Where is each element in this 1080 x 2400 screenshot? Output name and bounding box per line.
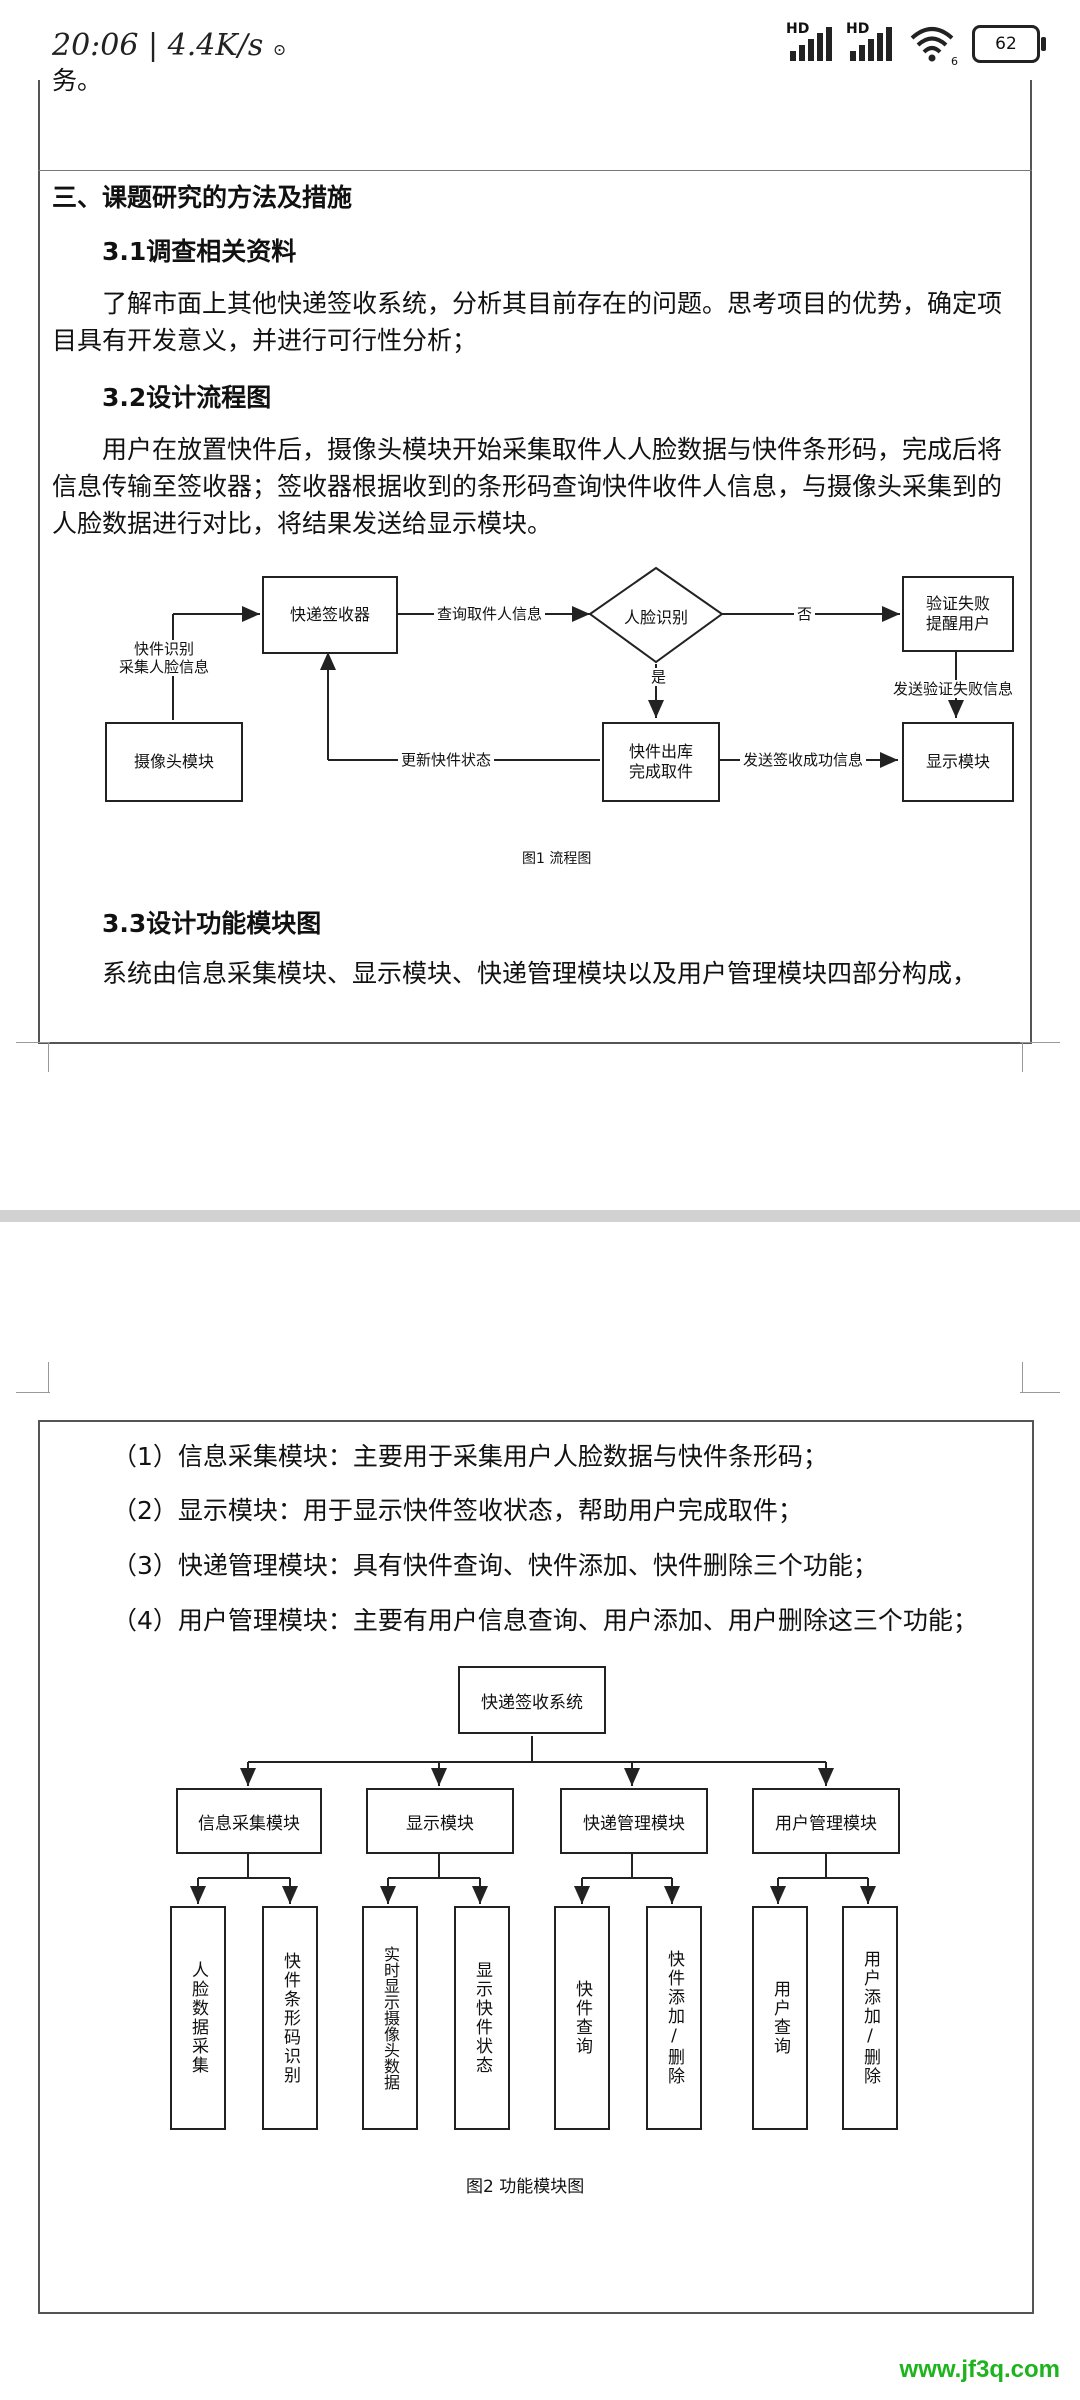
signal-1-icon: HD xyxy=(786,21,832,61)
item-4: （4）用户管理模块：主要有用户信息查询、用户添加、用户删除这三个功能； xyxy=(112,1606,978,1635)
label-yes: 是 xyxy=(648,668,670,686)
label-query: 查询取件人信息 xyxy=(434,605,546,623)
paragraph-3-2: 用户在放置快件后，摄像头模块开始采集取件人人脸数据与快件条形码，完成后将信息传输… xyxy=(52,435,1003,538)
camera-box: 摄像头模块 xyxy=(105,722,243,802)
page-1: 务。 三、课题研究的方法及措施 3.1调查相关资料 了解市面上其他快递签收系统，… xyxy=(0,0,1080,1072)
module-box: 用户管理模块 xyxy=(752,1788,900,1854)
signal-2-icon: HD xyxy=(846,21,892,61)
status-bar: 20:06 | 4.4K/s ⊙ HD HD 6 62 xyxy=(0,0,1080,80)
leaf-box: 快件条形码识别 xyxy=(262,1906,318,2130)
section-title: 三、课题研究的方法及措施 xyxy=(52,183,353,212)
leaf-box: 人脸数据采集 xyxy=(170,1906,226,2130)
outbound-box: 快件出库 完成取件 xyxy=(602,722,720,802)
root-box: 快递签收系统 xyxy=(458,1666,606,1734)
fail-box: 验证失败 提醒用户 xyxy=(902,576,1014,652)
battery-icon: 62 xyxy=(972,25,1046,63)
text-fragment: 务。 xyxy=(52,66,103,95)
heading-3-3: 3.3设计功能模块图 xyxy=(102,909,322,938)
receiver-box: 快递签收器 xyxy=(262,576,398,654)
module-box: 信息采集模块 xyxy=(176,1788,322,1854)
module-tree: 快递签收系统 信息采集模块 显示模块 快递管理模块 用户管理模块 人脸数据采集 … xyxy=(0,1222,1080,2400)
leaf-box: 快件查询 xyxy=(554,1906,610,2130)
display-box: 显示模块 xyxy=(902,722,1014,802)
module-box: 显示模块 xyxy=(366,1788,514,1854)
label-no: 否 xyxy=(794,605,816,623)
figure-1-caption: 图1 流程图 xyxy=(522,851,592,867)
figure-2-caption: 图2 功能模块图 xyxy=(466,2177,585,2197)
leaf-box: 显示快件状态 xyxy=(454,1906,510,2130)
wifi-icon: 6 xyxy=(910,26,958,68)
leaf-box: 实时显示摄像头数据 xyxy=(362,1906,418,2130)
label-collect: 快件识别 采集人脸信息 xyxy=(116,640,213,676)
heading-3-2: 3.2设计流程图 xyxy=(102,383,272,412)
flowchart: 快递签收器 摄像头模块 人脸识别 验证失败 提醒用户 快件出库 完成取件 显示模… xyxy=(0,0,1080,900)
paragraph-3-3: 系统由信息采集模块、显示模块、快递管理模块以及用户管理模块四部分构成， xyxy=(102,959,978,988)
face-decision-diamond xyxy=(588,566,724,664)
paragraph-3-1: 了解市面上其他快递签收系统，分析其目前存在的问题。思考项目的优势，确定项目具有开… xyxy=(52,289,1003,355)
status-time: 20:06 | 4.4K/s ⊙ xyxy=(52,28,287,63)
label-send-ok: 发送签收成功信息 xyxy=(740,751,867,769)
module-box: 快递管理模块 xyxy=(560,1788,708,1854)
label-send-fail: 发送验证失败信息 xyxy=(890,680,1017,698)
leaf-box: 快件添加/删除 xyxy=(646,1906,702,2130)
leaf-box: 用户添加/删除 xyxy=(842,1906,898,2130)
watermark: www.jf3q.com xyxy=(899,2356,1060,2383)
page-2: （1）信息采集模块：主要用于采集用户人脸数据与快件条形码； （2）显示模块：用于… xyxy=(0,1222,1080,2400)
leaf-box: 用户查询 xyxy=(752,1906,808,2130)
heading-3-1: 3.1调查相关资料 xyxy=(102,237,297,266)
page-gap xyxy=(0,1210,1080,1222)
item-1: （1）信息采集模块：主要用于采集用户人脸数据与快件条形码； xyxy=(112,1442,828,1471)
label-update: 更新快件状态 xyxy=(398,751,495,769)
item-3: （3）快递管理模块：具有快件查询、快件添加、快件删除三个功能； xyxy=(112,1551,878,1580)
face-recognition-label: 人脸识别 xyxy=(623,608,688,627)
item-2: （2）显示模块：用于显示快件签收状态，帮助用户完成取件； xyxy=(112,1496,803,1525)
status-icons: HD HD 6 62 xyxy=(786,21,1046,68)
